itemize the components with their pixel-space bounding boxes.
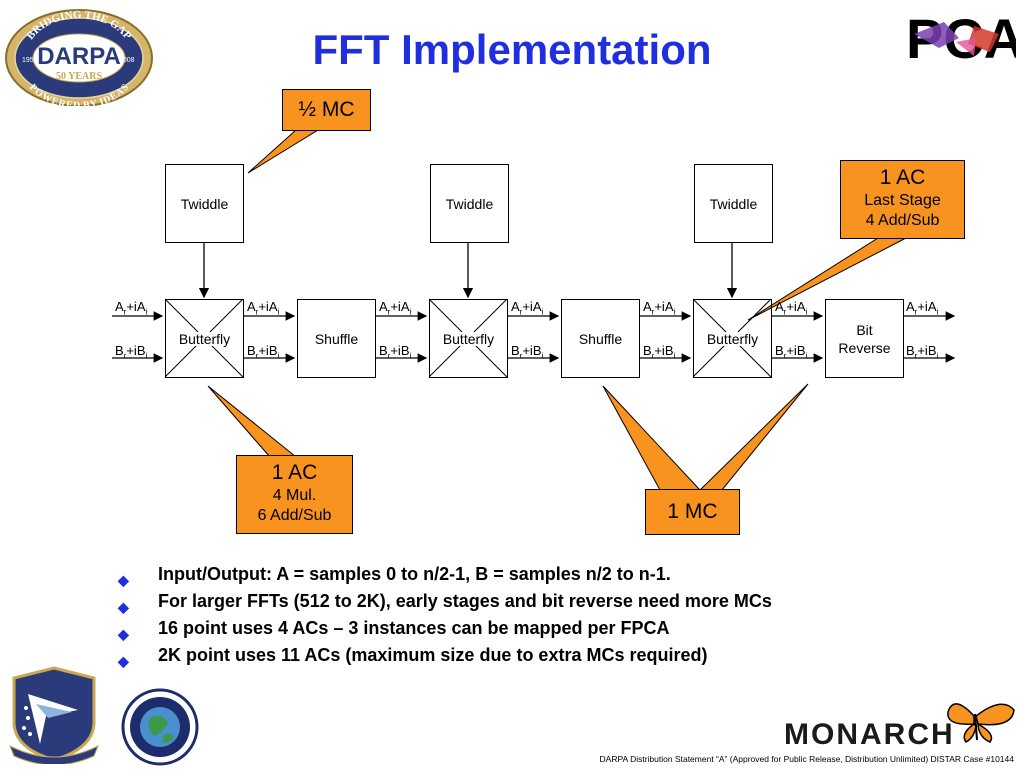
signal-a-label: Ar+iAi <box>906 299 939 317</box>
callout-butterfly-ac-line1: 1 AC <box>271 461 318 484</box>
callout-butterfly-ac-line2: 4 Mul. <box>272 487 317 504</box>
callout-last-stage: 1 AC Last Stage 4 Add/Sub <box>840 160 965 239</box>
signal-a-label: Ar+iAi <box>247 299 280 317</box>
callout-shuffle-mc-text: 1 MC <box>667 500 718 523</box>
butterfly-label: Butterfly <box>178 330 231 347</box>
pca-logo: PCA <box>904 4 1024 70</box>
butterfly-box-1: Butterfly <box>165 299 244 378</box>
diamond-bullet-icon: ◆ <box>118 599 129 615</box>
callout-butterfly-ac-line3: 6 Add/Sub <box>257 507 332 524</box>
bullet-item: ◆ Input/Output: A = samples 0 to n/2-1, B… <box>118 562 772 589</box>
diamond-bullet-icon: ◆ <box>118 653 129 669</box>
diamond-bullet-icon: ◆ <box>118 572 129 588</box>
bit-reverse-label-1: Bit <box>856 321 873 338</box>
svg-text:DARPA: DARPA <box>37 43 121 70</box>
signal-a-label: Ar+iAi <box>379 299 412 317</box>
twiddle-box-3: Twiddle <box>694 164 773 243</box>
page-title: FFT Implementation <box>312 26 712 73</box>
signal-b-label: Br+iBi <box>379 343 412 361</box>
svg-text:MONARCH: MONARCH <box>784 718 955 750</box>
bullet-text: 16 point uses 4 ACs – 3 instances can be… <box>158 618 670 638</box>
twiddle-box-2: Twiddle <box>430 164 509 243</box>
signal-a-label: Ar+iAi <box>775 299 808 317</box>
signal-a-label: Ar+iAi <box>643 299 676 317</box>
bullet-text: 2K point uses 11 ACs (maximum size due t… <box>158 645 708 665</box>
signal-b-label: Br+iBi <box>775 343 808 361</box>
butterfly-label: Butterfly <box>442 330 495 347</box>
afrl-logo <box>6 664 102 766</box>
twiddle-label: Twiddle <box>445 195 494 212</box>
signal-b-label: Br+iBi <box>511 343 544 361</box>
callout-last-stage-line3: 4 Add/Sub <box>865 212 940 229</box>
callout-half-mc: ½ MC <box>282 89 371 131</box>
bullet-text: For larger FFTs (512 to 2K), early stage… <box>158 591 772 611</box>
butterfly-label: Butterfly <box>706 330 759 347</box>
shuffle-label: Shuffle <box>578 330 623 347</box>
callout-last-stage-line1: 1 AC <box>879 166 926 189</box>
diamond-bullet-icon: ◆ <box>118 626 129 642</box>
signal-b-label: Br+iBi <box>643 343 676 361</box>
callout-half-mc-text: ½ MC <box>298 98 355 121</box>
svg-text:50 YEARS: 50 YEARS <box>56 71 102 82</box>
signal-b-label: Br+iBi <box>247 343 280 361</box>
signal-a-label: Ar+iAi <box>511 299 544 317</box>
signal-b-label: Br+iBi <box>906 343 939 361</box>
bit-reverse-box: Bit Reverse <box>825 299 904 378</box>
twiddle-label: Twiddle <box>709 195 758 212</box>
callout-last-stage-line2: Last Stage <box>864 192 941 209</box>
bullet-item: ◆ For larger FFTs (512 to 2K), early stag… <box>118 589 772 616</box>
twiddle-label: Twiddle <box>180 195 229 212</box>
shuffle-label: Shuffle <box>314 330 359 347</box>
callout-butterfly-ac: 1 AC 4 Mul. 6 Add/Sub <box>236 455 353 534</box>
butterfly-box-2: Butterfly <box>429 299 508 378</box>
distribution-statement: DARPA Distribution Statement “A” (Approv… <box>599 754 1014 764</box>
signal-b-label: Br+iBi <box>115 343 148 361</box>
bullet-item: ◆ 2K point uses 11 ACs (maximum size due … <box>118 643 772 670</box>
svg-text:1958: 1958 <box>22 57 38 64</box>
signal-a-label: Ar+iAi <box>115 299 148 317</box>
shuffle-box-2: Shuffle <box>561 299 640 378</box>
nro-logo <box>120 688 200 766</box>
bullet-text: Input/Output: A = samples 0 to n/2-1, B … <box>158 564 671 584</box>
bit-reverse-label-2: Reverse <box>838 339 891 356</box>
svg-text:2008: 2008 <box>119 57 135 64</box>
twiddle-box-1: Twiddle <box>165 164 244 243</box>
monarch-logo: MONARCH <box>782 694 1018 751</box>
bullet-item: ◆ 16 point uses 4 ACs – 3 instances can b… <box>118 616 772 643</box>
bullet-list: ◆ Input/Output: A = samples 0 to n/2-1, B… <box>118 562 772 670</box>
shuffle-box-1: Shuffle <box>297 299 376 378</box>
butterfly-box-3: Butterfly <box>693 299 772 378</box>
callout-shuffle-mc: 1 MC <box>645 489 740 535</box>
